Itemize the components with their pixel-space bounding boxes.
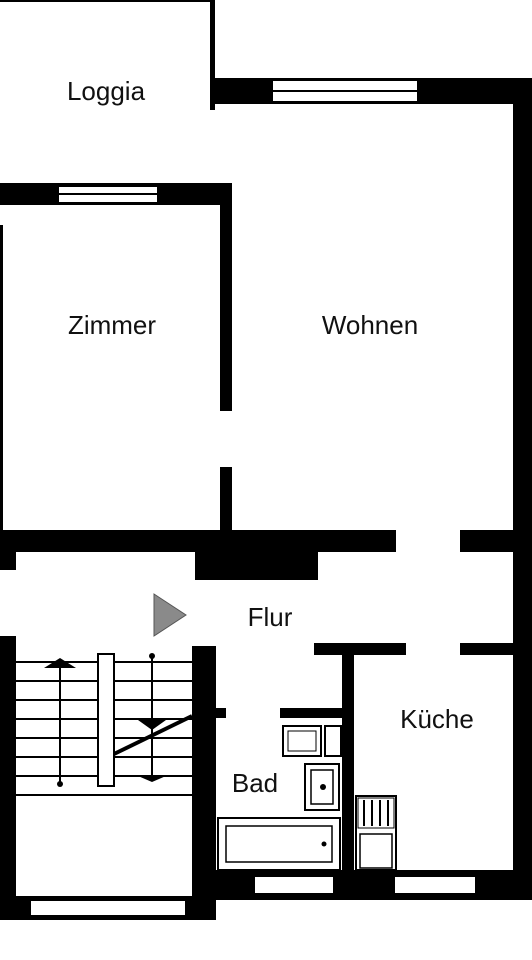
stair-direction-arrow-icon xyxy=(138,776,166,782)
room-label-kueche: Küche xyxy=(400,704,474,734)
bathtub-icon xyxy=(217,817,341,871)
room-label-flur: Flur xyxy=(248,602,293,632)
stair-direction-arrow-icon xyxy=(138,720,166,730)
room-labels: Loggia Zimmer Wohnen Flur Küche Bad xyxy=(67,76,474,798)
room-label-wohnen: Wohnen xyxy=(322,310,418,340)
room-label-zimmer: Zimmer xyxy=(68,310,156,340)
stair-direction-arrow-icon xyxy=(44,658,76,668)
toilet-icon xyxy=(304,763,340,811)
room-label-loggia: Loggia xyxy=(67,76,146,106)
window-kueche xyxy=(393,875,477,895)
bathroom-fixtures xyxy=(217,725,342,871)
stove-icon xyxy=(355,795,397,871)
room-label-bad: Bad xyxy=(232,768,278,798)
windows xyxy=(29,79,477,917)
window-stairs xyxy=(29,899,187,917)
window-bad xyxy=(253,875,335,895)
entry-arrow-icon xyxy=(153,593,187,637)
staircase xyxy=(16,653,193,796)
